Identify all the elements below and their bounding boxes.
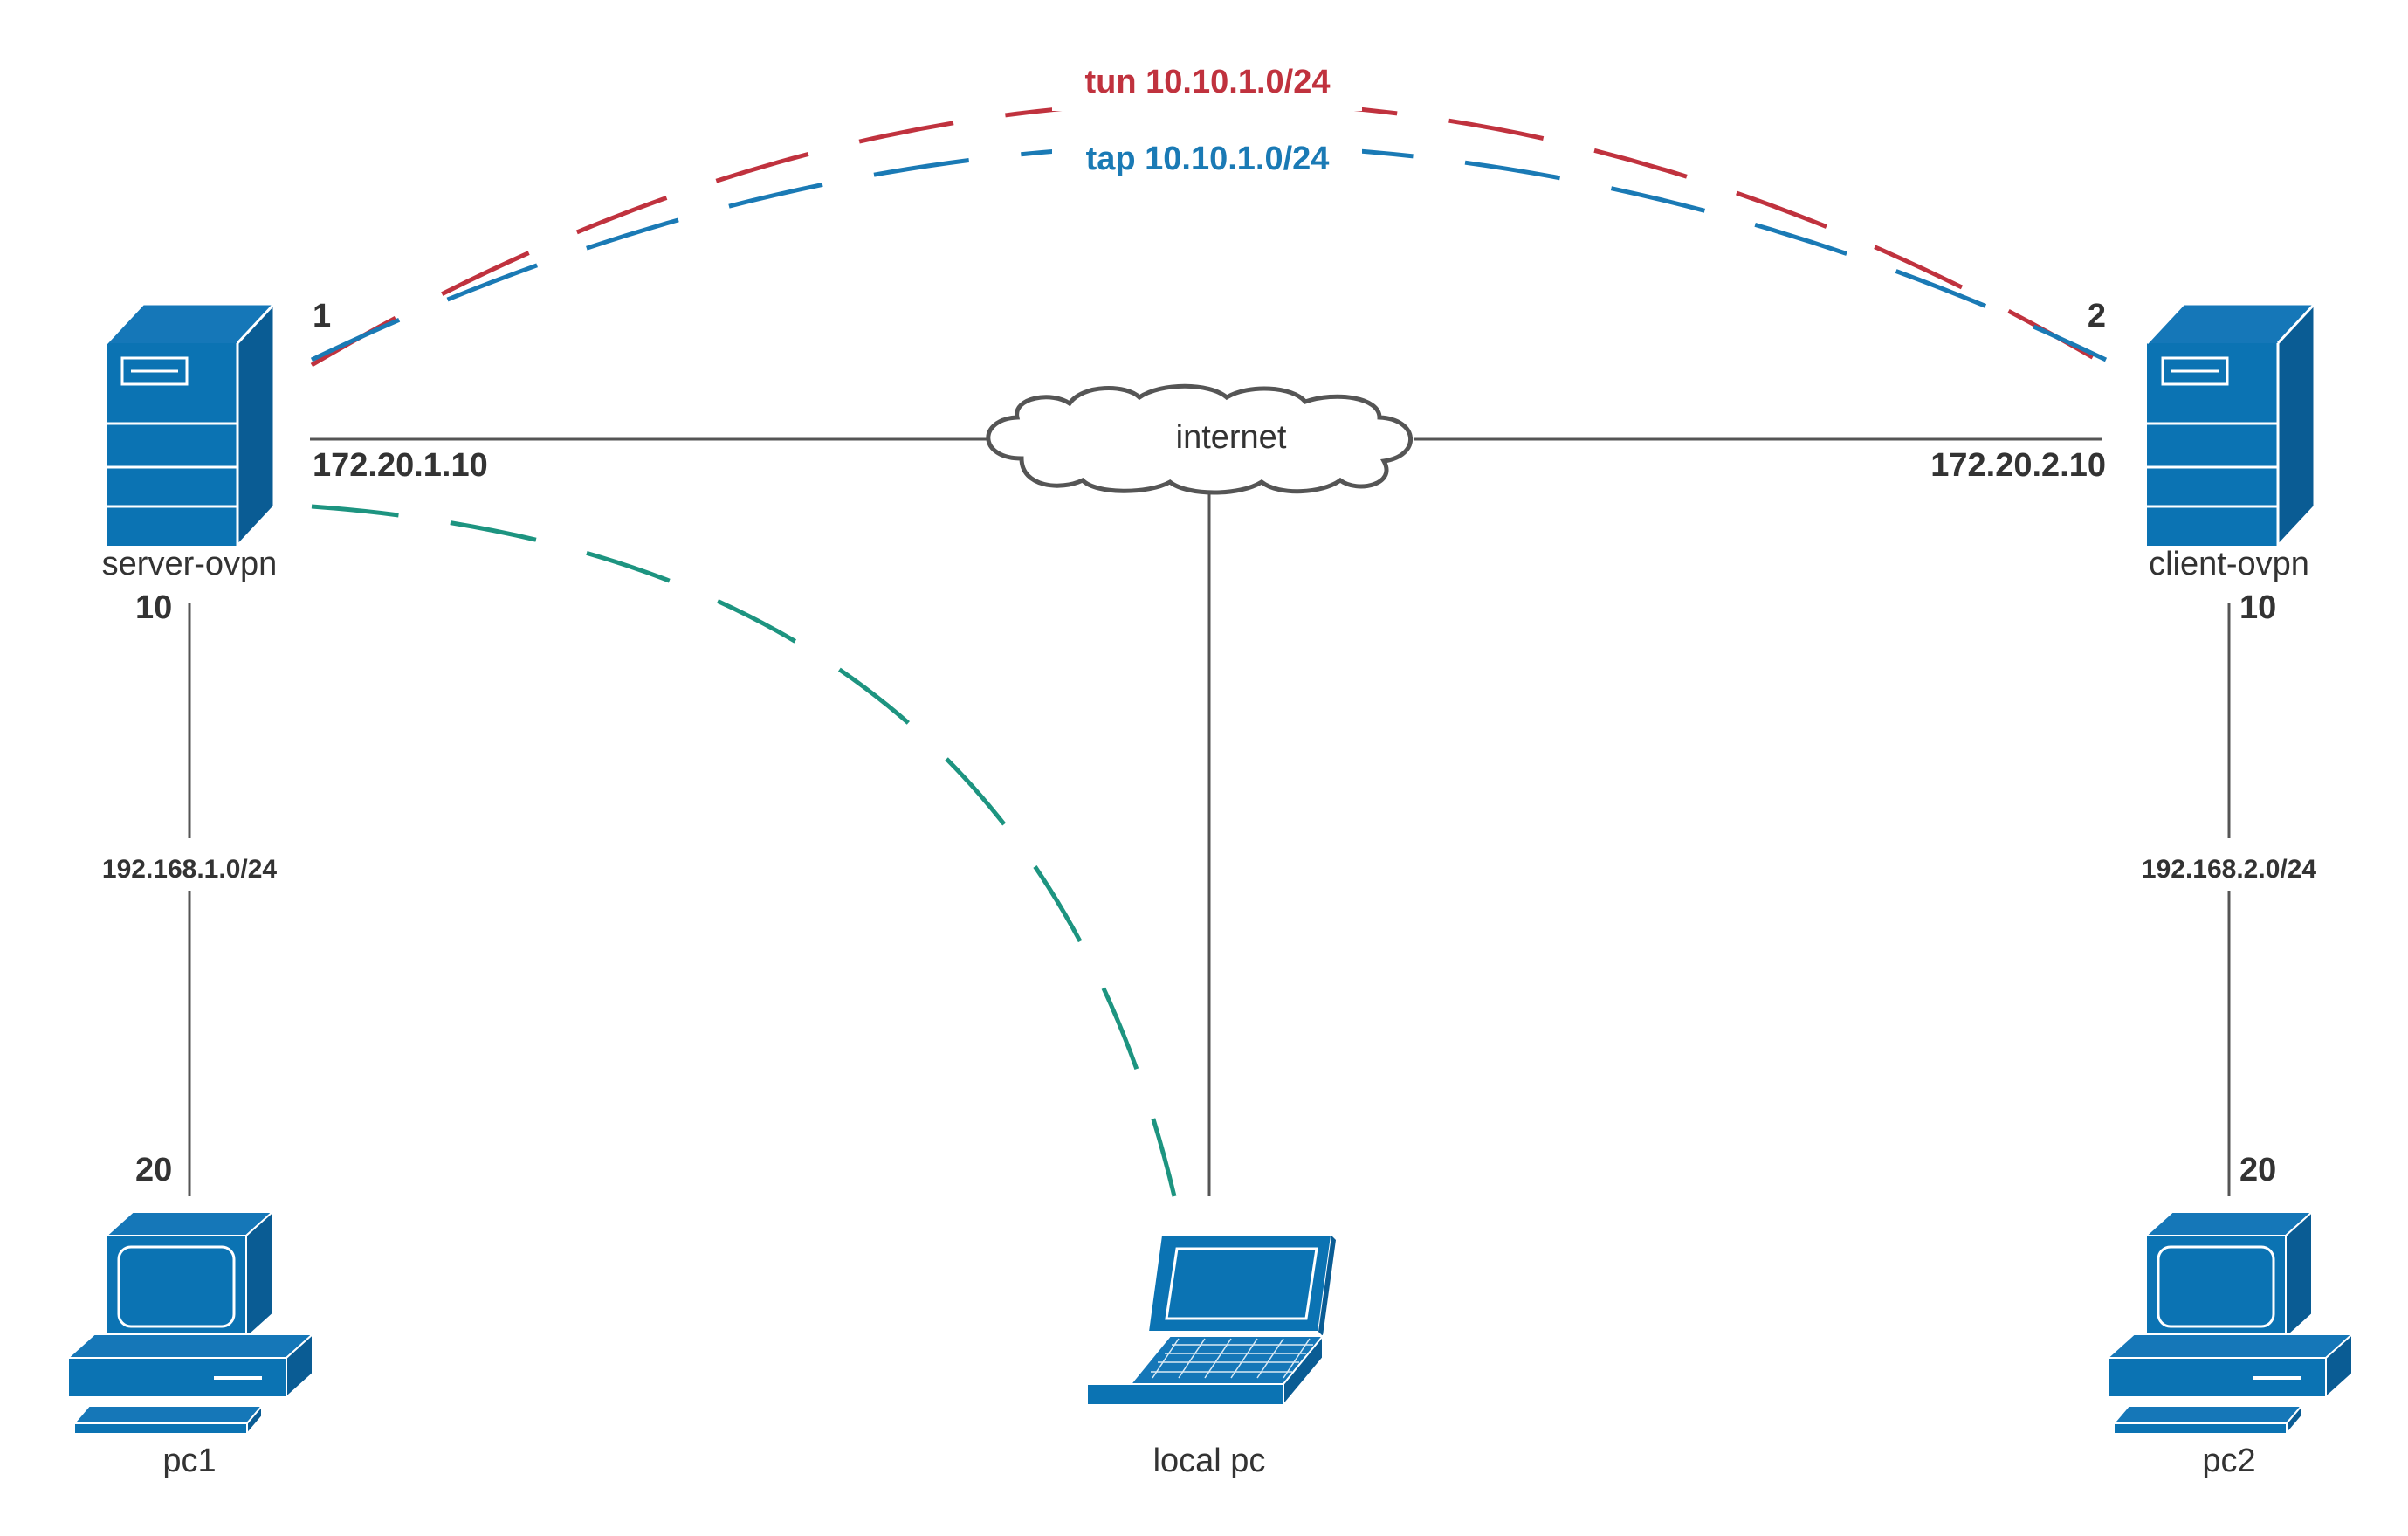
- server-tower-icon: [105, 302, 276, 548]
- tap-tunnel-label: tap 10.10.1.0/24: [1086, 141, 1330, 177]
- links: [188, 437, 2231, 1196]
- client-wan-ip: 172.20.2.10: [1930, 447, 2106, 484]
- pc2-name-label: pc2: [2202, 1443, 2255, 1479]
- server-tunnel-endpoint: 1: [313, 298, 331, 334]
- internet-label: internet: [1176, 419, 1287, 456]
- pc1-lan-endpoint: 20: [135, 1152, 172, 1188]
- pc1-name-label: pc1: [162, 1443, 216, 1479]
- pc2[interactable]: [2105, 1209, 2355, 1436]
- lan1-subnet-label: 192.168.1.0/24: [102, 855, 278, 884]
- lan2-subnet-label: 192.168.2.0/24: [2142, 855, 2317, 884]
- local-pc-tunnel-arc: [311, 504, 1177, 1197]
- desktop-computer-icon: [2105, 1209, 2355, 1436]
- local-pc[interactable]: [1086, 1235, 1336, 1408]
- server-lan-endpoint: 10: [135, 589, 172, 626]
- server-tower-icon: [2145, 302, 2316, 548]
- client-name-label: client-ovpn: [2149, 546, 2309, 582]
- pc2-lan-endpoint: 20: [2239, 1152, 2276, 1188]
- server-name-label: server-ovpn: [102, 546, 278, 582]
- tun-tunnel-label: tun 10.10.1.0/24: [1085, 64, 1331, 100]
- cloud-icon: [986, 383, 1413, 495]
- client-tunnel-endpoint: 2: [2088, 298, 2106, 334]
- desktop-computer-icon: [65, 1209, 315, 1436]
- local-pc-name-label: local pc: [1153, 1443, 1266, 1479]
- client-ovpn[interactable]: [2145, 302, 2316, 548]
- pc1[interactable]: [65, 1209, 315, 1436]
- laptop-icon: [1086, 1235, 1336, 1408]
- server-wan-ip: 172.20.1.10: [313, 447, 488, 484]
- server-ovpn[interactable]: [105, 302, 276, 548]
- client-lan-endpoint: 10: [2239, 589, 2276, 626]
